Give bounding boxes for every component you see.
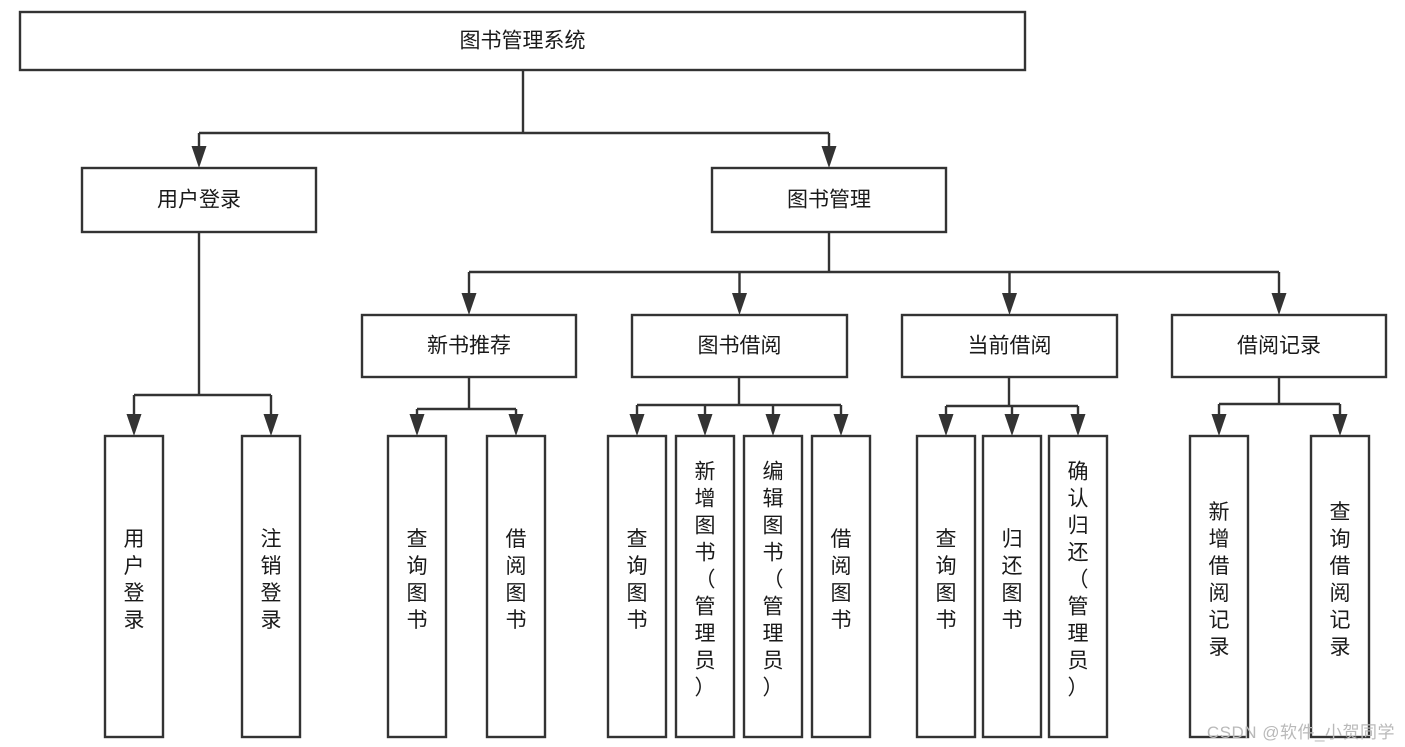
node-box-leaf-query-book-current[interactable] xyxy=(915,434,977,739)
node-box-leaf-query-borrow-record[interactable] xyxy=(1309,434,1371,739)
arrow-head-icon xyxy=(1002,293,1017,315)
node-label-book-borrow: 图书借阅 xyxy=(698,335,782,358)
edge-group-borrow-records xyxy=(1211,377,1348,436)
arrow-head-icon xyxy=(1211,414,1227,436)
node-leaf-query-book-borrow[interactable]: 查询图书 xyxy=(606,434,668,739)
arrow-head-icon xyxy=(1004,414,1020,436)
arrow-head-icon xyxy=(1332,414,1348,436)
edge-group-book-management xyxy=(461,232,1287,315)
arrow-head-icon xyxy=(126,414,142,436)
arrow-head-icon xyxy=(508,414,524,436)
node-label-leaf-edit-book-admin: 编辑图书（管理员） xyxy=(763,461,784,700)
node-box-leaf-add-borrow-record[interactable] xyxy=(1188,434,1250,739)
node-borrow-records[interactable]: 借阅记录 xyxy=(1170,313,1388,379)
node-box-leaf-user-login[interactable] xyxy=(103,434,165,739)
node-leaf-query-book-recommend[interactable]: 查询图书 xyxy=(386,434,448,739)
node-label-leaf-query-book-recommend: 查询图书 xyxy=(407,528,428,632)
node-label-book-management: 图书管理 xyxy=(787,189,871,212)
node-label-leaf-user-login: 用户登录 xyxy=(124,528,145,632)
node-leaf-add-borrow-record[interactable]: 新增借阅记录 xyxy=(1188,434,1250,739)
node-leaf-borrow-book[interactable]: 借阅图书 xyxy=(810,434,872,739)
arrow-head-icon xyxy=(629,414,645,436)
node-label-root: 图书管理系统 xyxy=(460,30,586,53)
node-book-management[interactable]: 图书管理 xyxy=(710,166,948,234)
edge-group-user-login xyxy=(126,232,279,436)
node-box-leaf-confirm-return-admin[interactable] xyxy=(1047,434,1109,739)
node-label-leaf-return-book: 归还图书 xyxy=(1002,528,1023,632)
node-box-leaf-edit-book-admin[interactable] xyxy=(742,434,804,739)
node-box-user-login[interactable] xyxy=(80,166,318,234)
node-leaf-query-book-current[interactable]: 查询图书 xyxy=(915,434,977,739)
node-box-leaf-query-book-borrow[interactable] xyxy=(606,434,668,739)
arrow-head-icon xyxy=(938,414,954,436)
edge-group-current-borrow xyxy=(938,377,1086,436)
node-root[interactable]: 图书管理系统 xyxy=(18,10,1027,72)
edge-group-new-book-recommend xyxy=(409,377,524,436)
node-leaf-logout[interactable]: 注销登录 xyxy=(240,434,302,739)
arrow-head-icon xyxy=(821,146,837,168)
node-label-user-login: 用户登录 xyxy=(157,189,241,212)
node-leaf-query-borrow-record[interactable]: 查询借阅记录 xyxy=(1309,434,1371,739)
node-current-borrow[interactable]: 当前借阅 xyxy=(900,313,1119,379)
node-box-leaf-return-book[interactable] xyxy=(981,434,1043,739)
node-label-leaf-query-book-borrow: 查询图书 xyxy=(627,528,648,632)
node-label-leaf-add-book-admin: 新增图书（管理员） xyxy=(695,461,716,700)
node-leaf-add-book-admin[interactable]: 新增图书（管理员） xyxy=(674,434,736,739)
node-leaf-borrow-book-recommend[interactable]: 借阅图书 xyxy=(485,434,547,739)
node-box-borrow-records[interactable] xyxy=(1170,313,1388,379)
node-label-leaf-query-book-current: 查询图书 xyxy=(936,528,957,632)
node-label-leaf-query-borrow-record: 查询借阅记录 xyxy=(1330,501,1351,659)
arrow-head-icon xyxy=(461,293,477,315)
node-label-leaf-borrow-book: 借阅图书 xyxy=(831,528,852,632)
node-label-leaf-confirm-return-admin: 确认归还（管理员） xyxy=(1068,461,1089,700)
node-label-current-borrow: 当前借阅 xyxy=(968,335,1052,358)
arrow-head-icon xyxy=(697,414,713,436)
arrow-head-icon xyxy=(765,414,781,436)
node-label-new-book-recommend: 新书推荐 xyxy=(427,335,511,358)
edges-layer xyxy=(126,70,1348,436)
node-label-leaf-borrow-book-recommend: 借阅图书 xyxy=(506,528,527,632)
node-leaf-user-login[interactable]: 用户登录 xyxy=(103,434,165,739)
node-leaf-return-book[interactable]: 归还图书 xyxy=(981,434,1043,739)
node-leaf-confirm-return-admin[interactable]: 确认归还（管理员） xyxy=(1047,434,1109,739)
edge-group-root xyxy=(191,70,837,168)
arrow-head-icon xyxy=(191,146,207,168)
node-box-book-management[interactable] xyxy=(710,166,948,234)
nodes-layer: 图书管理系统用户登录图书管理新书推荐图书借阅当前借阅借阅记录用户登录注销登录查询… xyxy=(18,10,1388,739)
node-label-leaf-add-borrow-record: 新增借阅记录 xyxy=(1209,501,1230,659)
node-leaf-edit-book-admin[interactable]: 编辑图书（管理员） xyxy=(742,434,804,739)
arrow-head-icon xyxy=(1070,414,1086,436)
arrow-head-icon xyxy=(833,414,849,436)
arrow-head-icon xyxy=(263,414,279,436)
node-box-book-borrow[interactable] xyxy=(630,313,849,379)
node-box-leaf-add-book-admin[interactable] xyxy=(674,434,736,739)
edge-group-book-borrow xyxy=(629,377,849,436)
node-book-borrow[interactable]: 图书借阅 xyxy=(630,313,849,379)
node-label-borrow-records: 借阅记录 xyxy=(1237,335,1321,358)
arrow-head-icon xyxy=(1271,293,1287,315)
arrow-head-icon xyxy=(409,414,425,436)
node-box-leaf-borrow-book-recommend[interactable] xyxy=(485,434,547,739)
node-label-leaf-logout: 注销登录 xyxy=(261,528,282,632)
arrow-head-icon xyxy=(732,293,747,315)
node-box-leaf-logout[interactable] xyxy=(240,434,302,739)
node-box-leaf-query-book-recommend[interactable] xyxy=(386,434,448,739)
node-box-leaf-borrow-book[interactable] xyxy=(810,434,872,739)
node-box-root[interactable] xyxy=(18,10,1027,72)
node-box-new-book-recommend[interactable] xyxy=(360,313,578,379)
node-user-login[interactable]: 用户登录 xyxy=(80,166,318,234)
watermark-text: CSDN @软件_小贺同学 xyxy=(1206,723,1395,742)
node-box-current-borrow[interactable] xyxy=(900,313,1119,379)
node-new-book-recommend[interactable]: 新书推荐 xyxy=(360,313,578,379)
